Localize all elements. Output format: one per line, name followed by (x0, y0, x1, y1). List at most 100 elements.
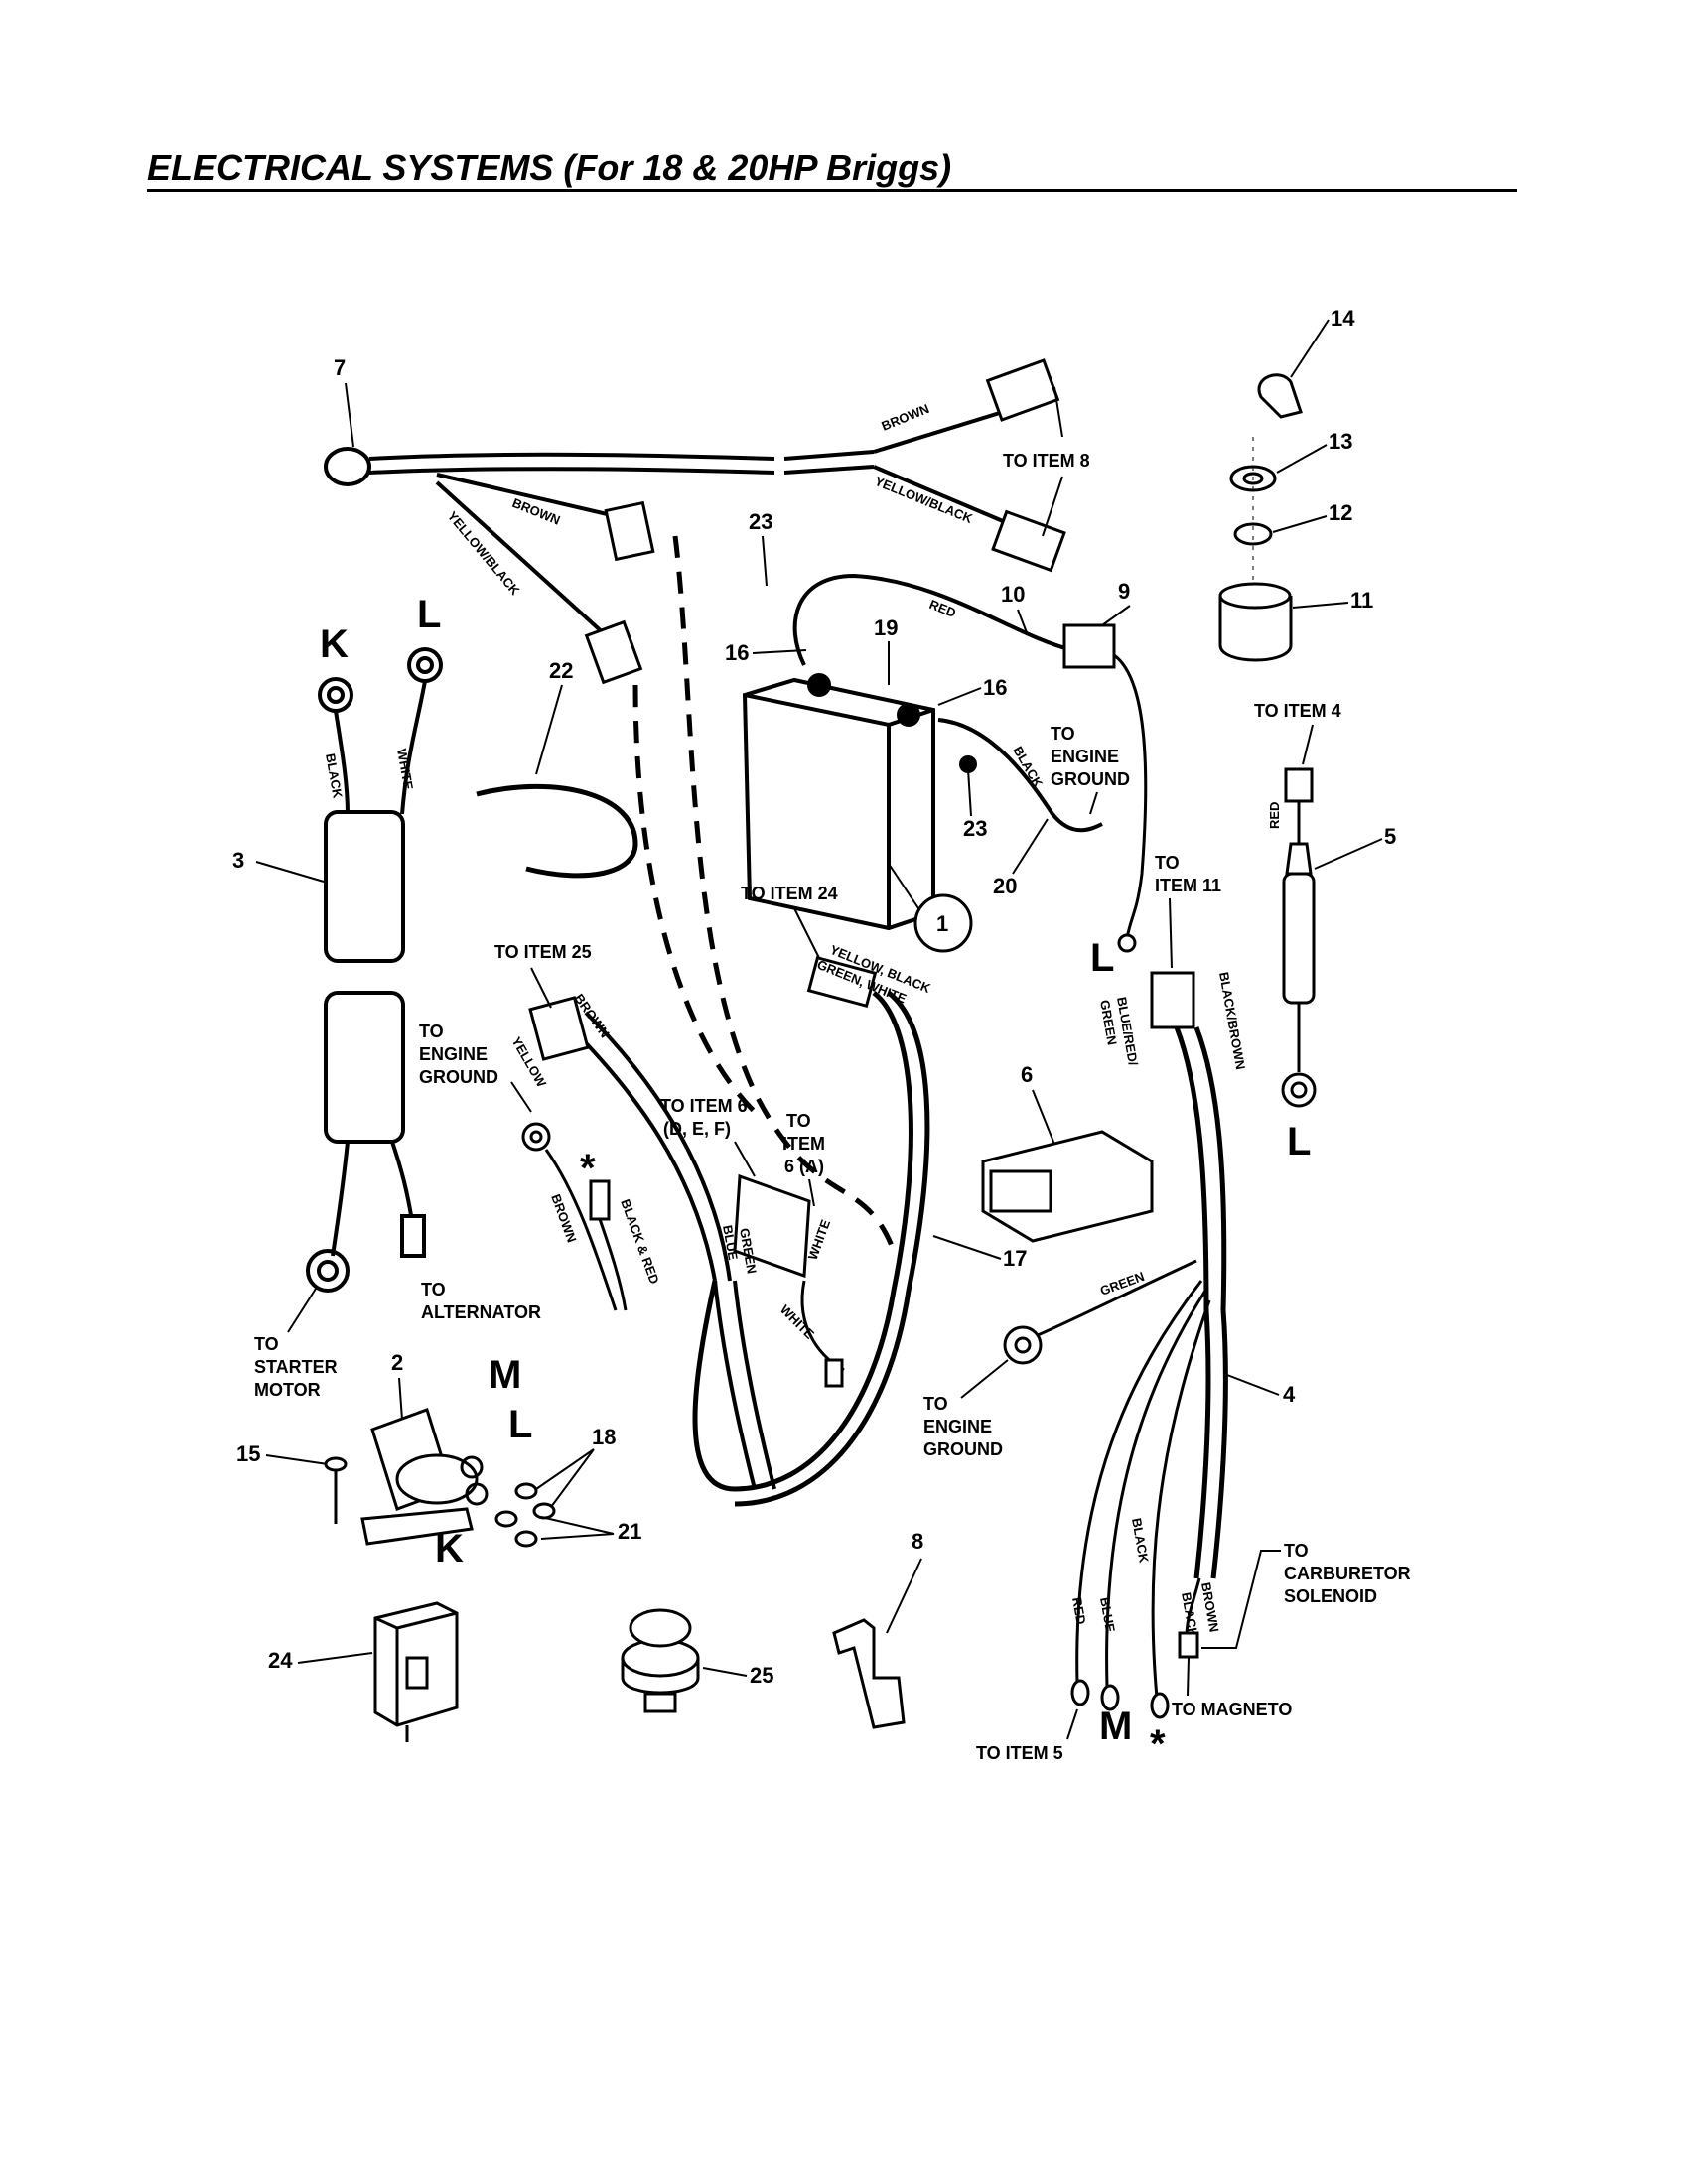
connector-6-housing (733, 1173, 811, 1279)
part-number-8: 8 (912, 1529, 923, 1554)
svg-text:TO: TO (786, 1111, 811, 1131)
part-number-17: 17 (1003, 1246, 1027, 1271)
terminal-m-harness: M (1099, 1705, 1132, 1748)
svg-text:TO: TO (254, 1334, 279, 1354)
svg-text:TO ITEM 6: TO ITEM 6 (660, 1096, 748, 1116)
svg-text:GROUND: GROUND (1051, 769, 1130, 789)
connector-6 (981, 1130, 1154, 1243)
connector-to-item-24 (806, 955, 878, 1009)
screw-15 (324, 1456, 348, 1524)
callout-to-item-4: TO ITEM 4 (1254, 701, 1341, 721)
part-number-21: 21 (618, 1519, 641, 1544)
terminal-l-top: L (417, 593, 441, 636)
black-battery-cable-20 (937, 718, 1103, 833)
svg-text:ITEM: ITEM (782, 1134, 825, 1154)
dashed-routing-line-2 (632, 684, 757, 1114)
wire-label-black-4: BLACK (1129, 1517, 1152, 1565)
terminal-star-harness: * (1150, 1722, 1166, 1766)
connector-to-item-8-upper (985, 358, 1060, 422)
part-number-15: 15 (236, 1441, 260, 1466)
svg-text:ENGINE: ENGINE (1051, 747, 1119, 766)
harness-17 (692, 991, 930, 1507)
part-number-3: 3 (232, 848, 244, 873)
svg-text:SOLENOID: SOLENOID (1284, 1586, 1377, 1606)
wire-label-brown-top: BROWN (880, 401, 931, 434)
harness-4-branches (1037, 1259, 1211, 1699)
part-number-7: 7 (334, 355, 346, 380)
connector-to-item-11 (1150, 971, 1195, 1029)
callout-to-item-24: TO ITEM 24 (741, 884, 838, 903)
ground-ring-left (521, 1122, 628, 1311)
fuse-holder-9 (1062, 623, 1116, 669)
battery-1 (742, 673, 935, 931)
terminals-harness-4-end (1070, 1631, 1199, 1719)
relay-24 (373, 1601, 459, 1742)
svg-text:TO: TO (1284, 1541, 1309, 1561)
part-number-12: 12 (1329, 500, 1352, 525)
svg-text:TO: TO (421, 1280, 446, 1299)
wire-label-green-4: GREEN (1098, 1269, 1147, 1298)
svg-text:ENGINE: ENGINE (923, 1417, 992, 1436)
inline-fuse-holder-5 (1281, 767, 1317, 1108)
svg-text:ALTERNATOR: ALTERNATOR (421, 1302, 541, 1322)
main-harness-7 (324, 410, 1004, 637)
connector-yellow-black-mid (584, 619, 643, 685)
connector-to-item-25 (528, 996, 590, 1061)
terminal-l-solenoid: L (508, 1403, 532, 1446)
part-number-2: 2 (391, 1350, 403, 1375)
svg-text:ENGINE: ENGINE (419, 1044, 488, 1064)
wire-label-blue: BLUE (720, 1224, 741, 1262)
part-number-5: 5 (1384, 824, 1396, 849)
svg-text:6 (A): 6 (A) (784, 1157, 824, 1176)
part-number-22: 22 (549, 658, 573, 683)
part-number-10: 10 (1001, 582, 1025, 607)
wire-label-black-red: BLACK & RED (618, 1197, 662, 1286)
svg-text:TO: TO (419, 1022, 444, 1041)
svg-text:GROUND: GROUND (419, 1067, 498, 1087)
terminal-k-top: K (320, 622, 349, 666)
connector-to-item-8-lower (991, 509, 1066, 573)
harness-4 (1174, 1026, 1228, 1579)
part-number-16-left: 16 (725, 640, 749, 665)
callout-to-magneto: TO MAGNETO (1172, 1700, 1292, 1719)
terminal-l-fuse: L (1090, 936, 1114, 980)
callout-to-item-11: ITEM 11 (1155, 876, 1221, 895)
wire-label-black-brown: BLACK/BROWN (1216, 971, 1248, 1071)
ground-ring-right (1003, 1325, 1043, 1365)
callout-to-item-8: TO ITEM 8 (1003, 451, 1090, 471)
buzzer-25 (621, 1608, 700, 1713)
part-number-16-right: 16 (983, 675, 1007, 700)
part-number-20: 20 (993, 874, 1017, 898)
svg-text:CARBURETOR: CARBURETOR (1284, 1564, 1411, 1583)
part-number-24: 24 (268, 1648, 293, 1673)
terminal-m-solenoid: M (489, 1353, 521, 1397)
svg-text:MOTOR: MOTOR (254, 1380, 321, 1400)
wire-label-red-5: RED (1267, 802, 1282, 829)
callout-to-engine-ground-right: TO ENGINE GROUND (923, 1394, 1003, 1459)
bracket-8 (832, 1618, 906, 1729)
terminal-star-left: * (580, 1147, 596, 1190)
red-battery-cable-10 (792, 573, 1073, 666)
part-number-23-top: 23 (749, 509, 772, 534)
harness-branch-left (564, 1011, 776, 1490)
wire-label-white-l: WHITE (394, 748, 416, 791)
page-title: ELECTRICAL SYSTEMS (For 18 & 20HP Briggs… (147, 147, 952, 188)
callout-to-item-11-to: TO (1155, 853, 1180, 873)
wire-label-white-a: WHITE (805, 1217, 834, 1262)
cable-tie-22 (476, 783, 638, 879)
part-number-11: 11 (1350, 588, 1373, 613)
wire-label-yellow-black-top: YELLOW/BLACK (873, 474, 975, 526)
cable-assembly-3 (306, 647, 443, 1293)
callout-to-engine-ground-left: TO ENGINE GROUND (419, 1022, 498, 1087)
svg-text:TO: TO (1051, 724, 1075, 744)
callout-to-item-6-a: TO ITEM 6 (A) (782, 1111, 825, 1176)
title-rule (147, 189, 1517, 192)
callout-to-item-5: TO ITEM 5 (976, 1743, 1063, 1763)
washer-12 (1233, 522, 1273, 546)
callout-to-item-25: TO ITEM 25 (494, 942, 592, 962)
part-number-25: 25 (750, 1663, 773, 1688)
part-number-23-bottom: 23 (963, 816, 987, 841)
wire-label-red-4: RED (1069, 1596, 1089, 1626)
callout-to-starter-motor: TO STARTER MOTOR (254, 1334, 338, 1400)
